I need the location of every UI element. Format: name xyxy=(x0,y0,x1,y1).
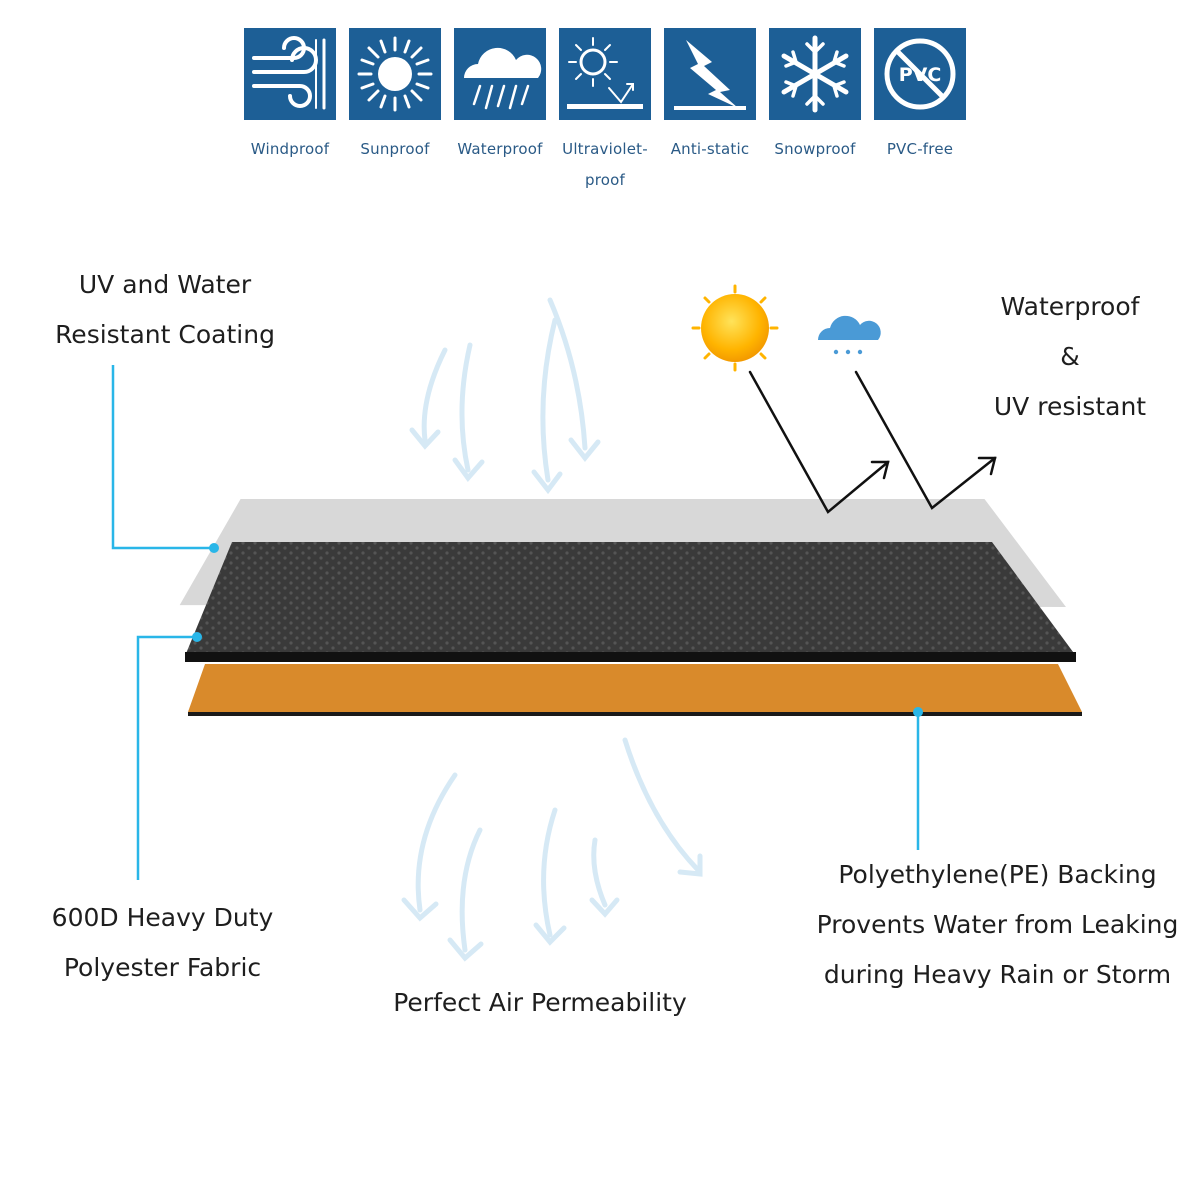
backing-layer xyxy=(188,664,1082,712)
feature-anti-static: Anti-static xyxy=(660,28,760,165)
snowflake-icon xyxy=(769,28,861,120)
fabric-callout: 600D Heavy Duty Polyester Fabric xyxy=(51,903,274,982)
backing-callout: Polyethylene(PE) Backing Provents Water … xyxy=(816,860,1179,989)
feature-waterproof: Waterproof xyxy=(450,28,550,165)
feature-ultraviolet-proof: Ultraviolet- proof xyxy=(555,28,655,196)
feature-label: Anti-static xyxy=(670,140,750,158)
leader-lines xyxy=(111,365,920,880)
lightning-icon xyxy=(664,28,756,120)
no-pvc-icon: PVC xyxy=(874,28,966,120)
feature-pvc-free: PVC PVC-free xyxy=(870,28,970,165)
rain-cloud-icon xyxy=(454,28,546,120)
feature-label: Sunproof xyxy=(360,140,430,158)
sun-icon xyxy=(691,284,779,372)
feature-sunproof: Sunproof xyxy=(345,28,445,165)
feature-label: Ultraviolet- proof xyxy=(562,140,648,189)
feature-icon-row: Windproof Sunproof xyxy=(240,28,970,198)
fabric-marker-dot xyxy=(192,632,202,642)
fabric-layer xyxy=(185,542,1076,656)
sun-icon xyxy=(349,28,441,120)
coating-callout: UV and Water Resistant Coating xyxy=(55,270,275,349)
reflection-arrows xyxy=(748,370,997,514)
fabric-edge xyxy=(185,652,1076,662)
backing-marker-dot xyxy=(913,707,923,717)
feature-label: Windproof xyxy=(250,140,330,158)
wind-icon xyxy=(244,28,336,120)
rain-cloud-icon xyxy=(818,315,881,355)
feature-label: Snowproof xyxy=(774,140,856,158)
resistance-callout: Waterproof & UV resistant xyxy=(993,292,1147,421)
pvc-badge-text: PVC xyxy=(899,64,942,86)
feature-label: Waterproof xyxy=(457,140,543,158)
coating-marker-dot xyxy=(209,543,219,553)
air-arrows-top xyxy=(409,297,601,495)
air-arrows-bottom xyxy=(401,737,703,962)
uv-reflect-icon xyxy=(559,28,651,120)
feature-label: PVC-free xyxy=(886,140,954,158)
feature-snowproof: Snowproof xyxy=(765,28,865,165)
feature-windproof: Windproof xyxy=(240,28,340,165)
air-permeability-callout: Perfect Air Permeability xyxy=(393,988,687,1017)
